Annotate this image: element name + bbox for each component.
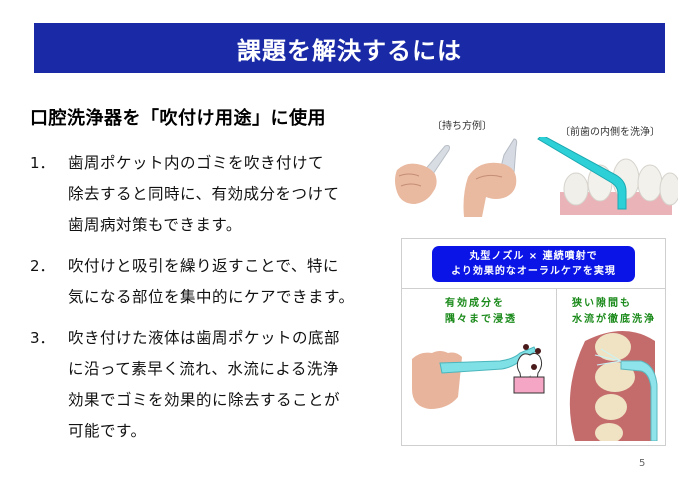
feature-panel: 丸型ノズル × 連続噴射で より効果的なオーラルケアを実現 有効成分を 隅々まで… (401, 238, 666, 446)
list-item: 3． 吹き付けた液体は歯周ポケットの底部 に沿って素早く流れ、水流による洗浄 効… (30, 323, 400, 447)
hand-holding-device-image-1 (395, 145, 450, 204)
list-item: 2． 吹付けと吸引を繰り返すことで、特に 気になる部位を集中的にケアできます。 (30, 251, 400, 313)
front-teeth-nozzle-image (537, 137, 678, 215)
banner-line: より効果的なオーラルケアを実現 (451, 266, 616, 277)
gap-cleaning-illustration (569, 331, 658, 441)
feature-banner: 丸型ノズル × 連続噴射で より効果的なオーラルケアを実現 (432, 246, 635, 282)
divider (556, 288, 557, 445)
page-number: 5 (639, 458, 646, 469)
item-text: 除去すると同時に、有効成分をつけて (68, 185, 340, 203)
item-text: 歯周ポケット内のゴミを吹き付けて (68, 154, 325, 172)
front-teeth-caption: 〔前歯の内側を洗浄〕 (560, 127, 660, 138)
item-text: 吹付けと吸引を繰り返すことで、特に (68, 257, 339, 275)
item-number: 3． (30, 329, 55, 347)
item-text: 歯周病対策もできます。 (68, 216, 242, 234)
divider (402, 288, 665, 289)
banner-line: 丸型ノズル × 連続噴射で (469, 251, 598, 262)
hand-holding-device-image-2 (463, 138, 518, 217)
points-list: 1． 歯周ポケット内のゴミを吹き付けて 除去すると同時に、有効成分をつけて 歯周… (30, 148, 400, 457)
item-number: 1． (30, 154, 55, 172)
left-cell-title: 有効成分を 隅々まで浸透 (445, 298, 517, 325)
item-number: 2． (30, 257, 55, 275)
item-text: 可能です。 (68, 422, 147, 440)
holding-caption: 〔持ち方例〕 (432, 121, 492, 132)
right-cell-title: 狭い隙間も 水流が徹底洗浄 (572, 298, 656, 325)
penetration-illustration (412, 344, 545, 409)
item-text: に沿って素早く流れ、水流による洗浄 (68, 360, 339, 378)
item-text: 吹き付けた液体は歯周ポケットの底部 (68, 329, 341, 347)
section-heading: 口腔洗浄器を「吹付け用途」に使用 (30, 108, 326, 129)
list-item: 1． 歯周ポケット内のゴミを吹き付けて 除去すると同時に、有効成分をつけて 歯周… (30, 148, 400, 241)
item-text: 気になる部位を集中的にケアできます。 (68, 288, 355, 306)
title-bar: 課題を解決するには (34, 23, 665, 73)
page-title: 課題を解決するには (237, 36, 462, 65)
item-text: 効果でゴミを効果的に除去することが (68, 391, 341, 409)
